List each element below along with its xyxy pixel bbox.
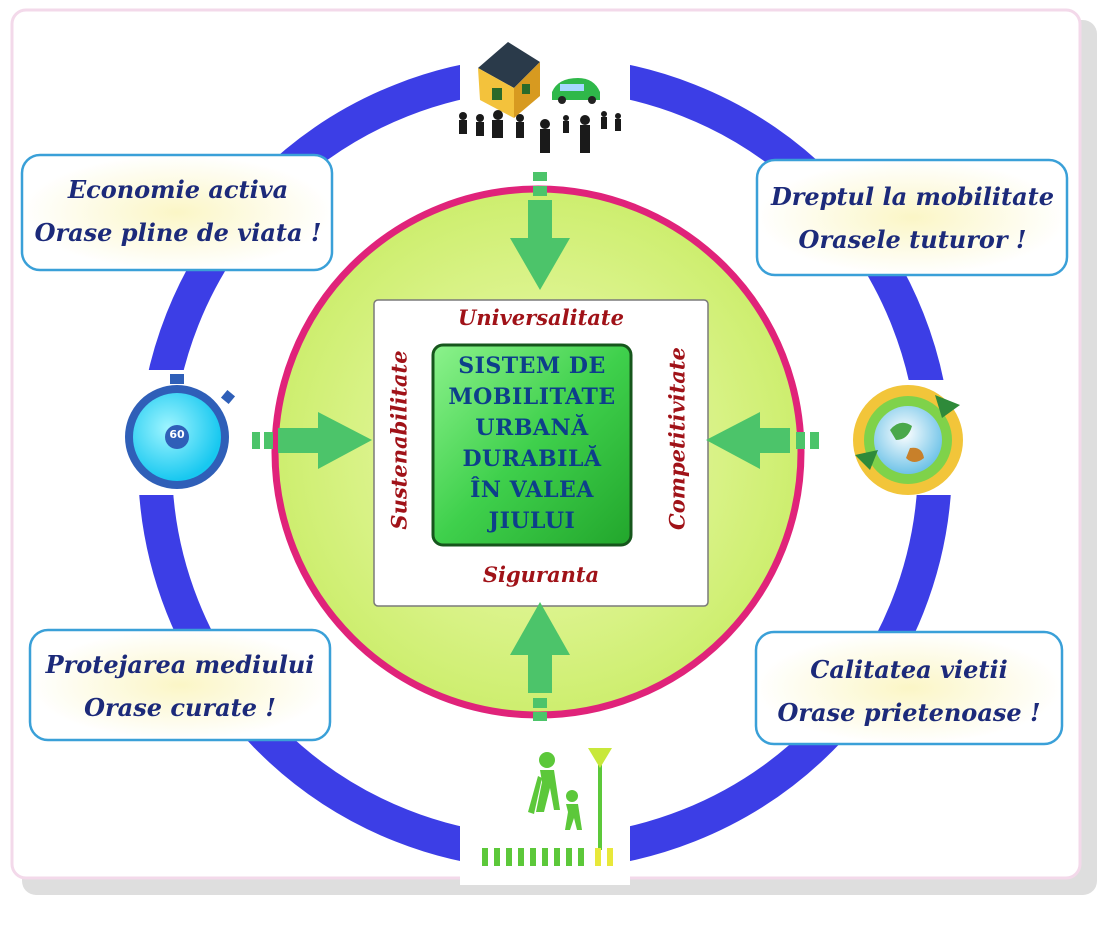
- left-arrow: [252, 412, 372, 469]
- box-top-left-shape: [20, 153, 334, 272]
- box-top-right-line2: Orasele tuturor !: [798, 225, 1027, 254]
- globe-recycle-icon: [853, 385, 963, 495]
- box-top-right-label: Dreptul la mobilitate Orasele tuturor !: [760, 175, 1065, 261]
- right-arrow: [706, 412, 819, 469]
- box-bottom-right-line2: Orase prietenoase !: [777, 698, 1041, 727]
- center-title-line1: SISTEM DE: [458, 353, 606, 379]
- principle-right: Competitivitate: [664, 347, 690, 530]
- center-title-line6: JIULUI: [488, 508, 576, 534]
- stopwatch-icon: [125, 374, 236, 489]
- arrows: [252, 172, 819, 721]
- pedestrian-crossing-icon: [482, 748, 613, 866]
- box-top-right-line1: Dreptul la mobilitate: [770, 182, 1055, 211]
- center-title-line4: DURABILĂ: [462, 446, 602, 472]
- top-arrow: [510, 172, 570, 290]
- center-title: SISTEM DE MOBILITATE URBANĂ DURABILĂ ÎN …: [433, 351, 631, 537]
- bottom-arrow: [510, 602, 570, 721]
- box-bottom-right-line1: Calitatea vietii: [810, 655, 1008, 684]
- box-bottom-left-line1: Protejarea mediului: [45, 650, 315, 679]
- box-bottom-left-shape: [28, 628, 332, 742]
- principle-bottom: Siguranta: [482, 562, 600, 587]
- box-top-right-shape: [755, 158, 1069, 277]
- box-bottom-right-shape: [754, 630, 1064, 746]
- box-bottom-left-line2: Orase curate !: [84, 693, 276, 722]
- center-box: [431, 343, 633, 547]
- box-bottom-right-label: Calitatea vietii Orase prietenoase !: [758, 648, 1060, 734]
- house-car-people-icon: [459, 42, 621, 153]
- center-title-line5: ÎN VALEA: [470, 477, 594, 503]
- center-title-line2: MOBILITATE: [448, 384, 616, 410]
- stopwatch-value: 60: [169, 428, 185, 441]
- principle-left: Sustenabilitate: [386, 350, 412, 530]
- box-top-left-label: Economie activa Orase pline de viata !: [28, 168, 328, 254]
- box-top-left-line1: Economie activa: [67, 175, 289, 204]
- box-top-left-line2: Orase pline de viata !: [34, 218, 322, 247]
- center-title-line3: URBANĂ: [475, 415, 589, 441]
- principle-top: Universalitate: [458, 305, 624, 330]
- box-bottom-left-label: Protejarea mediului Orase curate !: [32, 643, 328, 729]
